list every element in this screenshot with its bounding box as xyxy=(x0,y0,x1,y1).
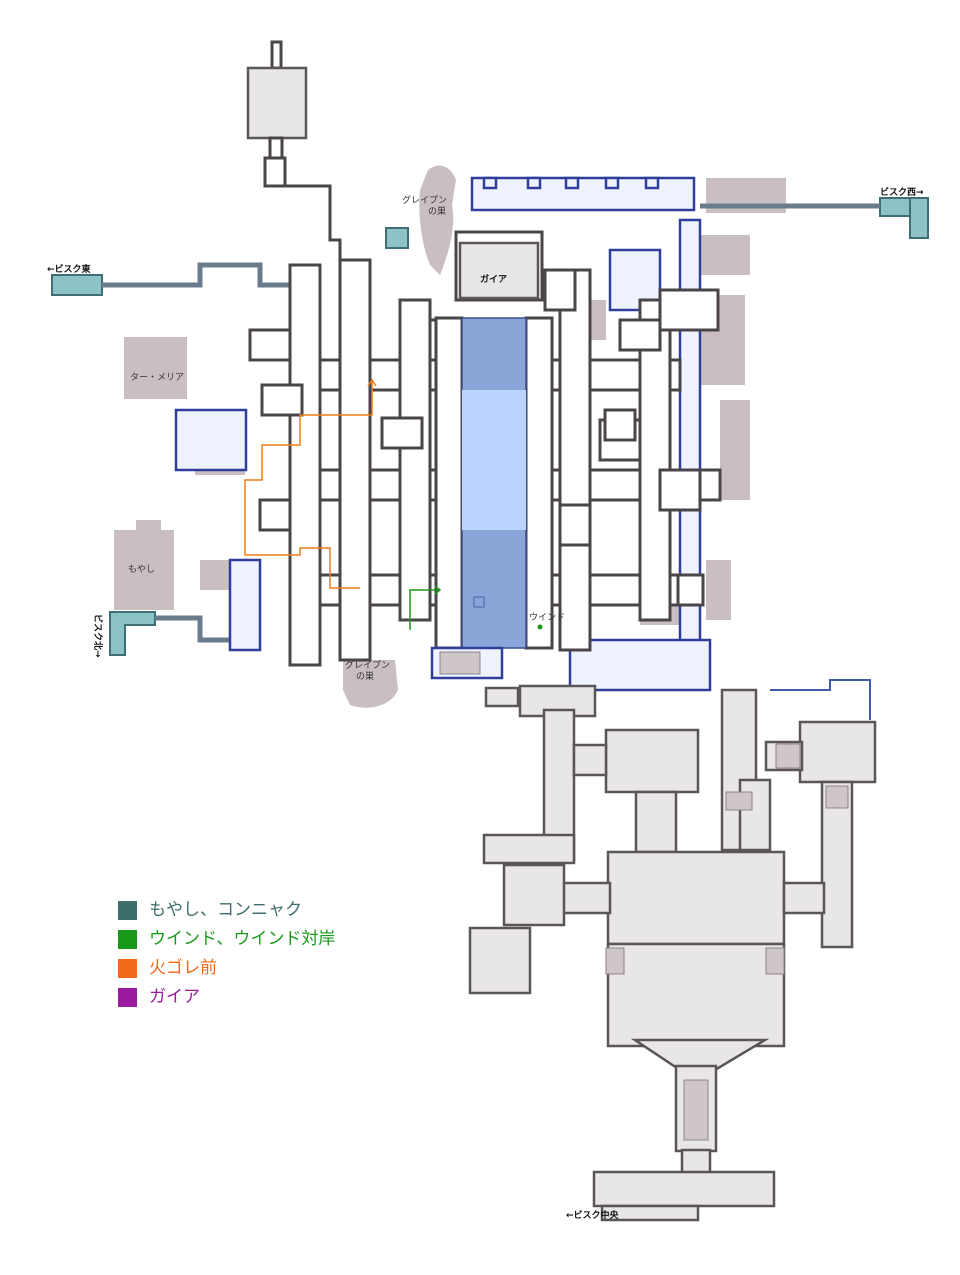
legend-label-gaia: ガイア xyxy=(149,987,200,1007)
map-labels: ガイア グレイプン の巣 グレイプン の巣 ←ビスク東 ビスク西→ ビスク北→ … xyxy=(47,186,924,1221)
label-moyashi: もやし xyxy=(128,564,155,575)
south-castle xyxy=(468,684,877,1222)
label-exit-bisk-west: ビスク西→ xyxy=(880,186,924,198)
label-exit-bisk-north: ビスク北→ xyxy=(92,614,104,658)
legend-item-fire-golem: 火ゴレ前 xyxy=(118,954,335,983)
north-tower xyxy=(246,40,342,270)
stairs xyxy=(439,651,849,1141)
label-exit-bisk-east: ←ビスク東 xyxy=(47,263,91,275)
legend-swatch-fire-golem xyxy=(118,959,137,978)
label-griffon-nest-north-2: の巣 xyxy=(428,205,446,217)
legend-label-fire-golem: 火ゴレ前 xyxy=(149,958,217,978)
exit-corridors xyxy=(102,203,880,720)
label-tar-meria: ター・メリア xyxy=(130,372,184,383)
label-exit-bisk-center: ←ビスク中央 xyxy=(566,1209,620,1221)
legend-swatch-moyashi xyxy=(118,901,137,920)
gaia-hall xyxy=(430,230,554,680)
griffon-nests xyxy=(343,165,456,708)
legend-label-wind: ウインド、ウインド対岸 xyxy=(149,929,336,949)
exits xyxy=(51,197,929,656)
route-lines xyxy=(244,378,543,630)
legend-item-moyashi: もやし、コンニャク xyxy=(118,896,335,925)
label-griffon-nest-south: グレイプン xyxy=(345,659,390,671)
label-griffon-nest-south-2: の巣 xyxy=(356,670,374,682)
label-gaia-room: ガイア xyxy=(480,273,507,285)
label-griffon-nest-north: グレイプン xyxy=(402,194,447,206)
legend: もやし、コンニャク ウインド、ウインド対岸 火ゴレ前 ガイア xyxy=(118,896,335,1012)
label-wind: ウインド xyxy=(529,612,565,623)
legend-swatch-gaia xyxy=(118,988,137,1007)
legend-item-gaia: ガイア xyxy=(118,983,335,1012)
legend-item-wind: ウインド、ウインド対岸 xyxy=(118,925,335,954)
legend-label-moyashi: もやし、コンニャク xyxy=(149,900,302,920)
legend-swatch-wind xyxy=(118,930,137,949)
